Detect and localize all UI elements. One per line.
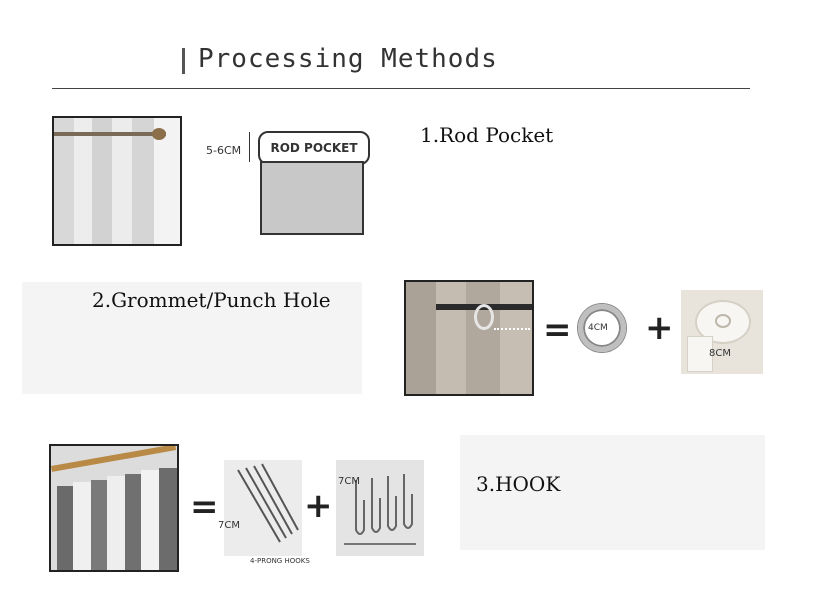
hook-photo (49, 444, 179, 572)
grommet-ring (474, 304, 494, 330)
hook-caption: 4-PRONG HOOKS (250, 557, 310, 565)
hook-prong-photo (224, 460, 302, 556)
rod-pocket-tube: ROD POCKET (258, 131, 370, 165)
hook-height-label: 7CM (338, 476, 360, 487)
method-label-rod-pocket: 1.Rod Pocket (420, 123, 554, 147)
plus-sign: + (304, 486, 333, 526)
title-divider (52, 88, 750, 89)
plus-sign: + (645, 308, 674, 348)
tape-strip (687, 336, 713, 372)
hook-pin-photo (336, 460, 424, 556)
grommet-ring-icon (578, 304, 626, 352)
method-label-grommet: 2.Grommet/Punch Hole (92, 288, 331, 312)
size-marker (249, 132, 250, 162)
rod-finial (152, 128, 166, 140)
equals-sign: = (190, 487, 219, 527)
equals-sign: = (543, 310, 572, 350)
rod-pocket-size: 5-6CM (206, 144, 242, 157)
title-marker (182, 48, 185, 74)
tape-size-label: 8CM (709, 348, 731, 359)
grommet-photo (404, 280, 534, 396)
rod-pocket-panel (260, 161, 364, 235)
ring-size-label: 4CM (588, 323, 608, 333)
grommet-tape-photo: 8CM (681, 290, 763, 374)
curtain-rod (54, 132, 166, 136)
method-label-hook: 3.HOOK (476, 472, 561, 496)
background-patch (460, 435, 765, 550)
hook-rod (51, 446, 177, 472)
rod-pocket-text: ROD POCKET (270, 141, 358, 155)
rod-pocket-photo (52, 116, 182, 246)
hook-width-label: 7CM (218, 520, 240, 531)
prong-hooks-drawing (237, 463, 299, 543)
tape-roll-core (715, 314, 731, 328)
dotted-guide (494, 328, 530, 330)
pin-hooks-drawing (344, 474, 416, 545)
background-patch (22, 282, 362, 394)
page-title: Processing Methods (198, 44, 498, 74)
